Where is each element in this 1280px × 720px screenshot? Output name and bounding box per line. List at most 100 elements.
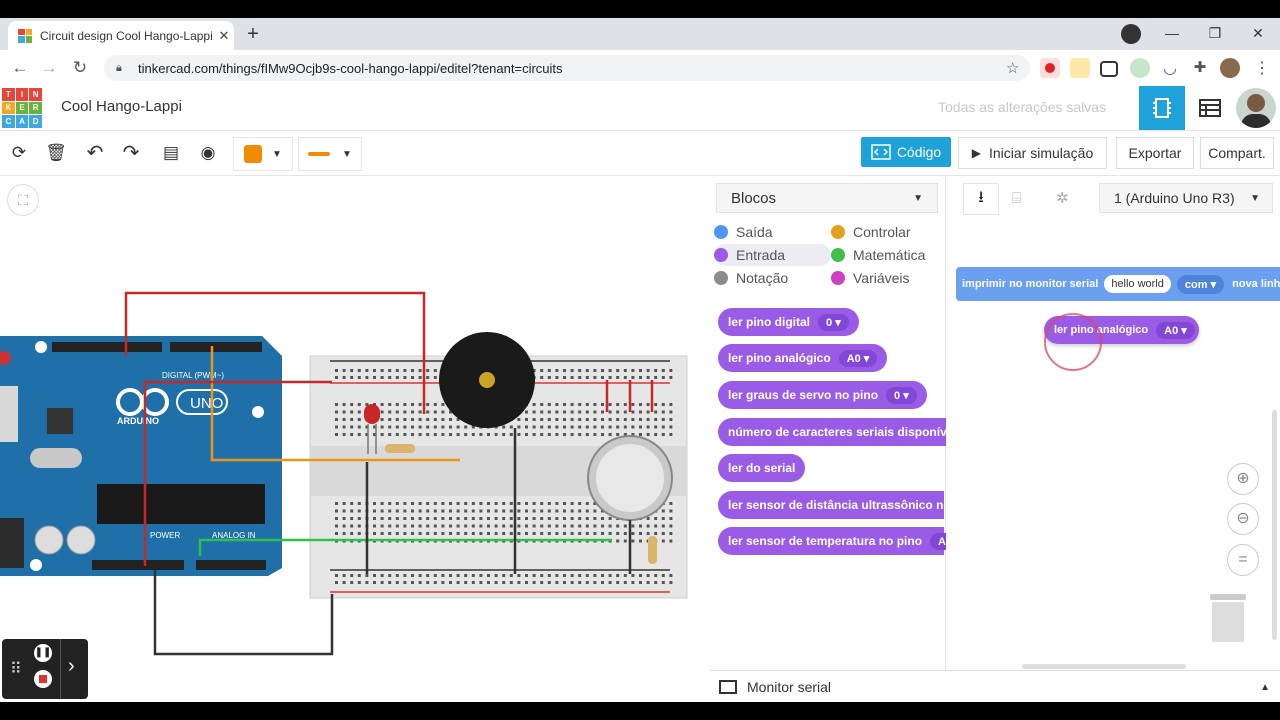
horizontal-scrollbar[interactable] [1022, 664, 1186, 669]
pause-icon[interactable]: ❚❚ [34, 644, 52, 662]
play-icon: ▶ [971, 146, 981, 160]
led [364, 404, 380, 454]
app-header [0, 86, 1280, 131]
category-output[interactable]: Saída [714, 221, 831, 243]
analog-label: ANALOG IN [212, 531, 256, 540]
blocks-mode-select[interactable]: Blocos ▼ [716, 183, 938, 213]
reload-icon[interactable]: ↻ [72, 58, 88, 77]
forward-arrow-icon[interactable]: → [40, 58, 58, 77]
delete-icon[interactable]: 🗑︎ [45, 143, 67, 162]
user-avatar[interactable] [1236, 88, 1276, 128]
gas-sensor [587, 435, 673, 521]
download-button[interactable]: ⭳ [963, 183, 999, 215]
category-math[interactable]: Matemática [831, 244, 940, 266]
block-serial-available[interactable]: número de caracteres seriais disponíveis [718, 418, 974, 446]
share-button[interactable]: Compart. [1200, 137, 1274, 169]
zoom-reset-icon[interactable]: = [1227, 544, 1259, 576]
serial-monitor-bar[interactable]: Monitor serial ▲ [710, 670, 1280, 703]
block-temperature[interactable]: ler sensor de temperatura no pinoA0 ▾ [718, 527, 969, 555]
resistor [648, 536, 657, 564]
start-simulation-button[interactable]: ▶ Iniciar simulação [958, 137, 1107, 169]
avatar[interactable] [1220, 58, 1240, 78]
color-picker[interactable]: ▼ [233, 137, 293, 171]
minimize-button[interactable]: — [1165, 25, 1179, 41]
extension-icon[interactable] [1040, 58, 1060, 78]
chevron-down-icon: ▼ [913, 192, 923, 204]
category-list: Saída Controlar Entrada Matemática Notaç… [714, 221, 940, 289]
chevron-up-icon[interactable]: ▲ [1260, 681, 1270, 693]
zoom-in-icon[interactable]: ⊕ [1227, 463, 1259, 495]
browser-menu-icon[interactable]: ⋮ [1254, 60, 1270, 77]
extension-icon[interactable] [1100, 61, 1118, 77]
debug-bug-icon[interactable]: ✲ [1056, 190, 1069, 207]
project-name[interactable]: Cool Hango-Lappi [61, 98, 182, 115]
monitor-icon [719, 680, 737, 694]
extension-icon[interactable] [1070, 58, 1090, 78]
profile-menu-icon[interactable] [1121, 24, 1141, 44]
device-select[interactable]: 1 (Arduino Uno R3) ▼ [1099, 183, 1273, 213]
category-notation[interactable]: Notação [714, 267, 831, 289]
tab-close-icon[interactable]: ✕ [218, 27, 230, 43]
zoom-out-icon[interactable]: ⊖ [1227, 503, 1259, 535]
maximize-button[interactable]: ❐ [1208, 25, 1222, 41]
resistor [385, 444, 415, 453]
code-button[interactable]: Código [861, 137, 951, 167]
drag-handle-icon[interactable]: ⠿ [10, 661, 22, 678]
blocks-mode-label: Blocos [731, 189, 777, 207]
category-control[interactable]: Controlar [831, 221, 940, 243]
click-indicator [1044, 313, 1102, 371]
redo-icon[interactable]: ↷ [122, 142, 140, 164]
new-tab-button[interactable]: + [247, 23, 259, 45]
print-mode-dropdown[interactable]: com ▾ [1176, 274, 1225, 294]
address-bar[interactable]: 🔒︎ tinkercad.com/things/fIMw9Ocjb9s-cool… [104, 55, 1030, 81]
rotate-icon[interactable]: ⟳ [11, 143, 27, 162]
print-text-field[interactable]: hello world [1104, 275, 1171, 293]
bottom-black-band [0, 702, 1280, 720]
vertical-scrollbar[interactable] [1272, 410, 1277, 640]
tinkercad-logo[interactable]: T I N K E R C A D [2, 88, 42, 128]
trash-icon[interactable] [1210, 594, 1246, 642]
bookmark-star-icon[interactable]: ☆ [1006, 60, 1020, 77]
serial-monitor-label: Monitor serial [747, 679, 832, 695]
code-icon [871, 144, 891, 160]
notes-icon[interactable]: ▤ [162, 143, 180, 162]
print-serial-block[interactable]: imprimir no monitor serial hello world c… [956, 267, 1280, 301]
undo-icon[interactable]: ↶ [86, 142, 104, 164]
chevron-down-icon: ▼ [1250, 192, 1260, 204]
save-status: Todas as alterações salvas [938, 99, 1107, 115]
library-icon[interactable]: ⌸ [1012, 190, 1022, 207]
color-swatch [244, 145, 263, 163]
visibility-icon[interactable]: ◉ [200, 143, 216, 162]
top-black-band [0, 0, 1280, 18]
circuit-drawing[interactable]: UNO ARDUINO DIGITAL (PWM~) POWER ANALOG … [0, 176, 710, 702]
category-input[interactable]: Entrada [714, 244, 831, 266]
category-variables[interactable]: Variáveis [831, 267, 940, 289]
simulation-control-panel: ⠿ ❚❚ › [2, 639, 88, 699]
tab-title: Circuit design Cool Hango-Lappi [40, 28, 213, 43]
back-arrow-icon[interactable]: ← [11, 58, 29, 77]
wires [124, 291, 654, 656]
lock-icon: 🔒︎ [116, 61, 122, 74]
tinkercad-favicon-icon [18, 28, 32, 43]
download-icon: ⭳ [978, 188, 984, 206]
puzzle-icon[interactable]: ✚ [1193, 59, 1207, 76]
arduino-model: UNO [190, 395, 223, 412]
extension-icon[interactable] [1130, 58, 1150, 78]
block-ultrasonic[interactable]: ler sensor de distância ultrassônico no … [718, 491, 944, 519]
chip-icon [1153, 98, 1171, 118]
block-read-serial[interactable]: ler do serial [718, 454, 806, 482]
browser-tab[interactable]: Circuit design Cool Hango-Lappi ✕ [8, 21, 234, 50]
expand-arrow-icon[interactable]: › [68, 655, 75, 677]
wire-type-picker[interactable]: ▼ [298, 137, 362, 171]
simulate-label: Iniciar simulação [988, 145, 1094, 161]
extension-icon[interactable]: ◡ [1163, 60, 1177, 77]
stop-icon[interactable] [34, 670, 52, 688]
circuit-view-button[interactable] [1139, 86, 1185, 130]
fit-view-icon[interactable]: ⛶ [7, 184, 39, 216]
close-window-button[interactable]: ✕ [1252, 25, 1264, 41]
export-button[interactable]: Exportar [1116, 137, 1194, 169]
component-list-button[interactable] [1187, 86, 1233, 130]
